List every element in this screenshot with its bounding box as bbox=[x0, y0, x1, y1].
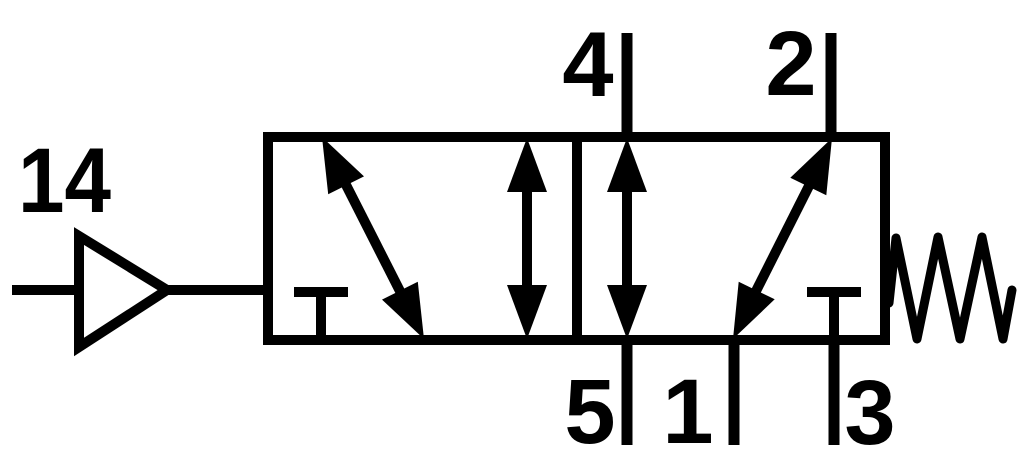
arrowhead-down-icon bbox=[733, 281, 775, 339]
arrowhead-up-icon bbox=[790, 138, 832, 196]
pilot-triangle-icon bbox=[74, 227, 177, 357]
port-3-label: 3 bbox=[844, 362, 895, 464]
port-4-label: 4 bbox=[562, 14, 613, 116]
schematic-strokes bbox=[12, 33, 1017, 445]
arrowhead-up-icon bbox=[507, 138, 547, 192]
left-chamber-blocked-port-tee bbox=[294, 287, 348, 340]
left-chamber-vertical-flow-arrow bbox=[507, 138, 547, 339]
pilot-port-label: 14 bbox=[18, 130, 111, 232]
left-chamber-diagonal-flow-arrow bbox=[322, 137, 424, 339]
port-1-label: 1 bbox=[662, 361, 713, 463]
port-2-label: 2 bbox=[765, 13, 816, 115]
right-chamber-blocked-port-tee bbox=[807, 287, 861, 340]
arrowhead-down-icon bbox=[607, 285, 647, 339]
port-labels: 14 4 2 5 1 3 bbox=[18, 13, 896, 464]
arrowhead-down-icon bbox=[507, 285, 547, 339]
right-chamber-vertical-flow-arrow bbox=[607, 138, 647, 339]
return-spring-icon bbox=[884, 232, 1017, 344]
right-chamber-diagonal-flow-arrow bbox=[733, 138, 832, 339]
arrow-shaft bbox=[336, 172, 410, 304]
arrowhead-up-icon bbox=[322, 137, 364, 195]
port-5-label: 5 bbox=[564, 361, 615, 463]
arrow-shaft bbox=[746, 173, 819, 304]
arrowhead-down-icon bbox=[382, 281, 424, 339]
arrowhead-up-icon bbox=[607, 138, 647, 192]
